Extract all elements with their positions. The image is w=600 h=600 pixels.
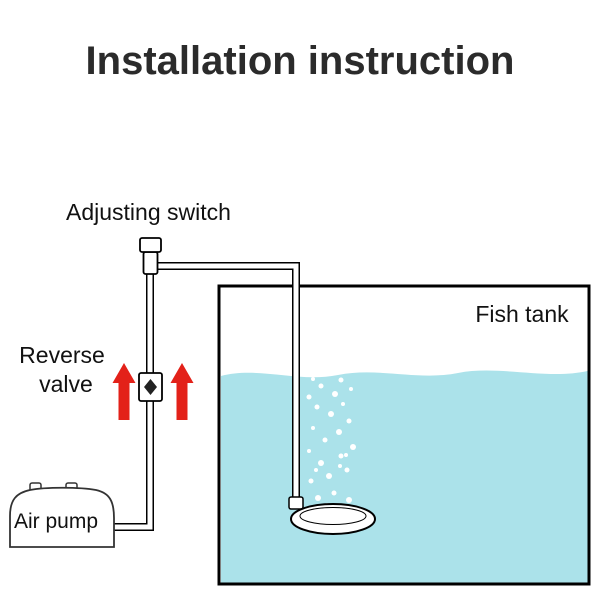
- bubble: [307, 449, 311, 453]
- bubble: [344, 453, 348, 457]
- bubble: [349, 387, 353, 391]
- bubble: [326, 473, 332, 479]
- adjusting-switch-cap: [139, 237, 162, 253]
- air-tube-to-stone-inner: [152, 263, 299, 508]
- up-arrow-icon: [112, 363, 136, 420]
- up-arrow-icon: [170, 363, 194, 420]
- bubble: [328, 370, 334, 376]
- bubble: [311, 377, 315, 381]
- bubble: [336, 429, 342, 435]
- reverse-valve-label-line1: Reverse: [19, 342, 105, 368]
- air-stone-top-face: [299, 507, 367, 525]
- adjusting-switch-label: Adjusting switch: [66, 199, 231, 225]
- reverse-valve-label-line2: valve: [39, 371, 93, 397]
- page-title: Installation instruction: [86, 39, 515, 83]
- bubble: [338, 377, 344, 383]
- bubble: [308, 478, 314, 484]
- bubble: [318, 383, 324, 389]
- bubbles-group: [306, 370, 356, 507]
- bubble: [314, 468, 318, 472]
- bubble: [331, 490, 337, 496]
- bubble: [332, 391, 338, 397]
- bubble: [346, 418, 352, 424]
- bubble: [318, 460, 324, 466]
- bubble: [350, 444, 356, 450]
- bubble: [314, 404, 320, 410]
- air-stone: [290, 503, 376, 535]
- water: [221, 370, 588, 583]
- air-pump-body: [9, 486, 115, 548]
- bubble: [341, 402, 345, 406]
- bubble: [306, 394, 312, 400]
- bubble: [346, 497, 352, 503]
- bubble: [344, 467, 350, 473]
- fish-tank-label: Fish tank: [475, 301, 569, 327]
- air-tube-pump-inner: [104, 268, 153, 530]
- tube-elbow-connector: [288, 496, 304, 510]
- bubble: [338, 464, 342, 468]
- reverse-valve-core: [144, 379, 157, 395]
- bubble: [322, 437, 328, 443]
- air-pump-label: Air pump: [14, 510, 98, 533]
- bubble: [338, 453, 344, 459]
- bubble: [315, 495, 321, 501]
- bubble: [311, 426, 315, 430]
- adjusting-switch-neck: [142, 251, 159, 275]
- bubble: [328, 411, 334, 417]
